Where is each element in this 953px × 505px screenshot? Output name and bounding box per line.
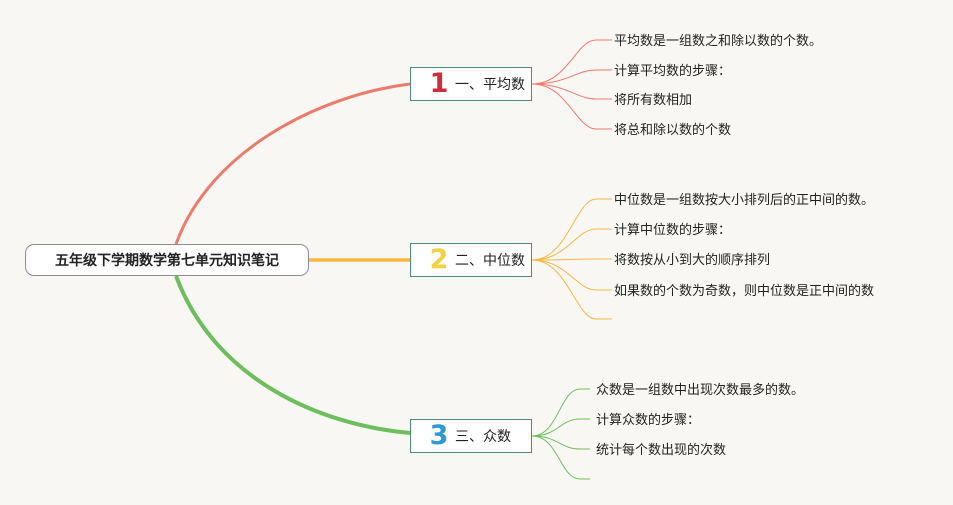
leaf-connector — [531, 435, 590, 450]
leaf-connector — [531, 418, 590, 437]
leaf-connector — [531, 388, 590, 437]
branch-topic-median[interactable]: 2 二、中位数 — [410, 243, 532, 277]
root-to-branch-1-connector — [174, 82, 411, 245]
root-to-branch-3-connector — [174, 275, 411, 435]
branch-topic-label: 三、众数 — [455, 429, 511, 445]
leaf-connector — [531, 259, 612, 320]
leaf-topic[interactable]: 众数是一组数中出现次数最多的数。 — [596, 383, 805, 398]
leaf-topic[interactable]: 将数按从小到大的顺序排列 — [614, 253, 771, 268]
leaf-connector — [531, 259, 612, 291]
branch-topic-label: 二、中位数 — [455, 253, 525, 269]
leaf-connector — [531, 258, 612, 261]
leaf-connector — [531, 69, 612, 85]
leaf-topic[interactable]: 平均数是一组数之和除以数的个数。 — [614, 34, 823, 49]
leaf-topic[interactable]: 计算中位数的步骤： — [614, 223, 732, 238]
number-3-icon: 3 — [429, 420, 449, 451]
number-1-icon: 1 — [429, 68, 449, 99]
branch-2-leaf-connectors — [531, 198, 612, 320]
leaf-connector — [531, 435, 590, 480]
leaf-topic[interactable]: 统计每个数出现的次数 — [596, 443, 727, 458]
branch-3-leaf-connectors — [531, 388, 590, 480]
leaf-topic[interactable]: 如果数的个数为奇数，则中位数是正中间的数 — [614, 284, 875, 299]
leaf-connector — [531, 83, 612, 100]
number-2-icon: 2 — [429, 244, 449, 275]
leaf-connector — [531, 83, 612, 130]
leaf-topic[interactable]: 将所有数相加 — [614, 93, 693, 108]
root-topic[interactable]: 五年级下学期数学第七单元知识笔记 — [25, 244, 309, 276]
root-topic-label: 五年级下学期数学第七单元知识笔记 — [55, 253, 279, 269]
branch-topic-average[interactable]: 1 一、平均数 — [410, 67, 532, 101]
leaf-connector — [531, 228, 612, 261]
leaf-connector — [531, 39, 612, 85]
leaf-topic[interactable]: 中位数是一组数按大小排列后的正中间的数。 — [614, 193, 875, 208]
branch-1-leaf-connectors — [531, 39, 612, 130]
leaf-topic[interactable]: 计算平均数的步骤： — [614, 64, 732, 79]
branch-topic-mode[interactable]: 3 三、众数 — [410, 419, 532, 453]
leaf-connector — [531, 198, 612, 261]
leaf-topic[interactable]: 将总和除以数的个数 — [614, 123, 732, 138]
branch-topic-label: 一、平均数 — [455, 77, 525, 93]
leaf-topic[interactable]: 计算众数的步骤： — [596, 413, 701, 428]
